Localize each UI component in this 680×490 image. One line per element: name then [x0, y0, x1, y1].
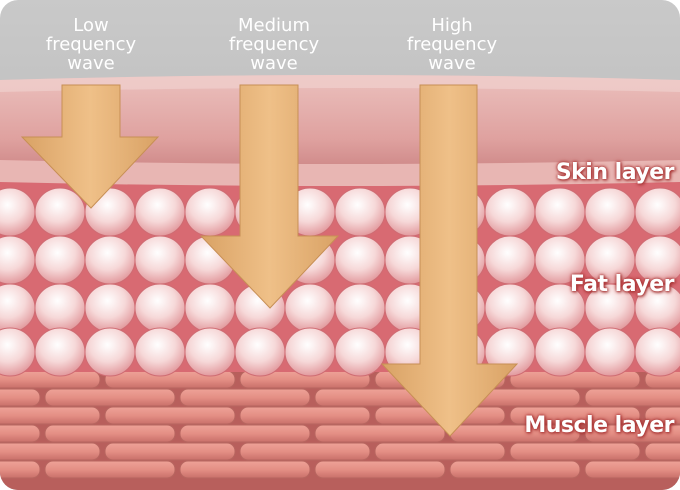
fat-cell — [134, 235, 186, 285]
muscle-fiber — [239, 406, 371, 425]
fat-cell — [334, 187, 386, 237]
muscle-fiber — [644, 442, 680, 461]
muscle-layer — [0, 360, 680, 490]
fat-cell — [484, 283, 536, 333]
fat-cell — [134, 187, 186, 237]
muscle-fiber — [0, 460, 41, 479]
fat-cell — [184, 327, 236, 377]
muscle-fiber — [0, 388, 41, 407]
fat-cell — [534, 187, 586, 237]
medium-frequency-label: Medium frequency wave — [228, 15, 320, 74]
fat-cell — [134, 283, 186, 333]
skin-layer — [0, 75, 680, 186]
fat-cell — [334, 235, 386, 285]
muscle-fiber — [44, 460, 176, 479]
fat-cell — [584, 327, 636, 377]
muscle-fiber — [104, 406, 236, 425]
fat-cell — [84, 327, 136, 377]
muscle-fiber — [0, 406, 101, 425]
fat-cell — [334, 327, 386, 377]
fat-cell — [34, 235, 86, 285]
low-frequency-arrow — [20, 84, 160, 209]
medium-frequency-arrow — [199, 84, 340, 309]
low-frequency-label: Low frequency wave — [45, 15, 137, 74]
muscle-fiber — [644, 406, 680, 425]
muscle-fiber — [0, 424, 41, 443]
fat-cell — [584, 187, 636, 237]
fat-cell — [334, 283, 386, 333]
fat-cell — [84, 283, 136, 333]
fat-cell — [534, 327, 586, 377]
muscle-layer-label: Muscle layer — [524, 413, 674, 438]
skin-layer-label: Skin layer — [555, 160, 675, 185]
muscle-fiber — [509, 406, 641, 425]
muscle-fiber — [179, 460, 311, 479]
fat-cell — [284, 283, 336, 333]
muscle-fiber — [584, 388, 680, 407]
fat-layer-label: Fat layer — [569, 272, 675, 297]
fat-cell — [34, 283, 86, 333]
fat-cell — [284, 327, 336, 377]
fat-cell — [84, 235, 136, 285]
fat-cell — [634, 327, 680, 377]
fat-cell — [484, 235, 536, 285]
muscle-fiber — [449, 460, 581, 479]
muscle-fiber — [44, 424, 176, 443]
fat-cell — [34, 187, 86, 237]
muscle-fiber — [374, 442, 506, 461]
muscle-fiber — [314, 424, 446, 443]
muscle-fiber — [0, 442, 101, 461]
muscle-fiber — [314, 460, 446, 479]
muscle-fiber — [584, 424, 680, 443]
high-frequency-arrow — [380, 84, 519, 437]
fat-cell — [34, 327, 86, 377]
muscle-fiber — [179, 388, 311, 407]
muscle-fiber — [239, 442, 371, 461]
muscle-fiber — [509, 442, 641, 461]
fat-cell — [234, 327, 286, 377]
muscle-fiber — [179, 424, 311, 443]
muscle-fiber — [104, 442, 236, 461]
fat-cell — [184, 187, 236, 237]
fat-cell — [184, 283, 236, 333]
high-frequency-label: High frequency wave — [406, 15, 498, 74]
fat-cell — [634, 187, 680, 237]
fat-cell — [134, 327, 186, 377]
muscle-fiber — [44, 388, 176, 407]
fat-cell — [484, 187, 536, 237]
muscle-fiber — [584, 460, 680, 479]
